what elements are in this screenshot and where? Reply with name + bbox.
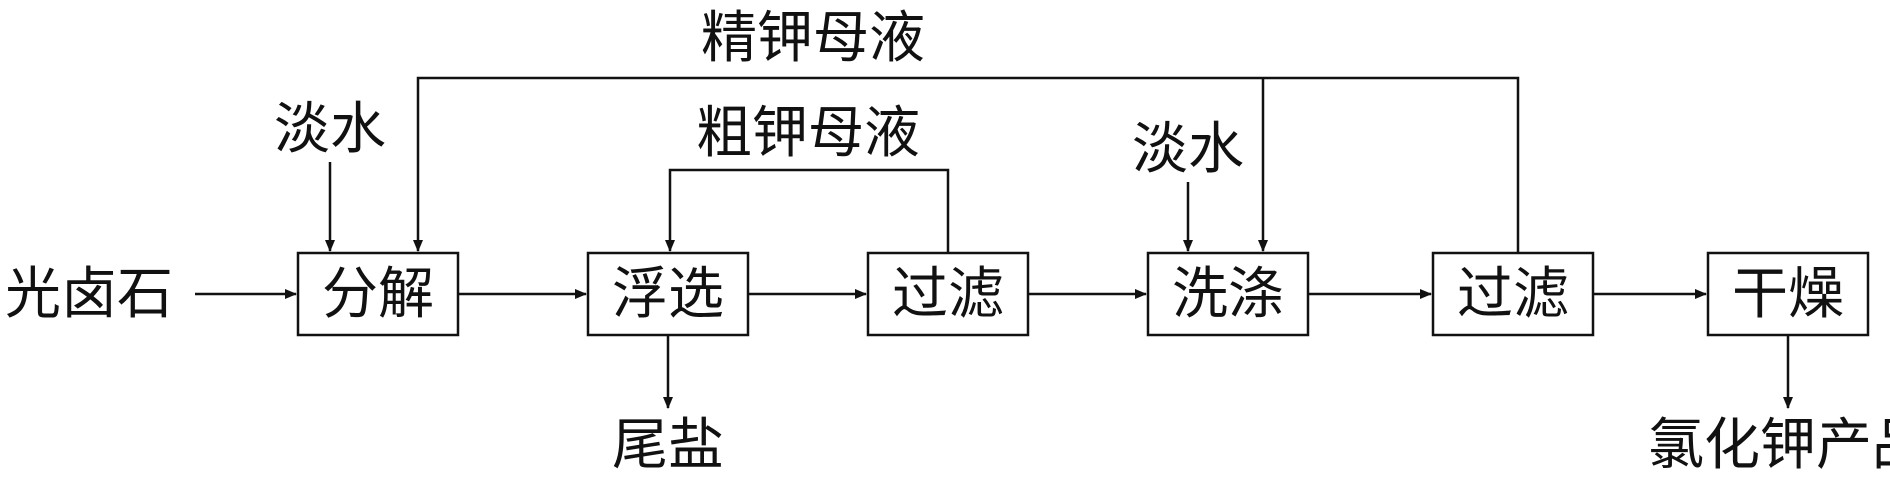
dry-box <box>1706 251 1870 337</box>
arrow-fine-recycle-to-decompose <box>413 76 1520 253</box>
input-fresh-water-1: 淡水 <box>274 97 386 162</box>
step-decompose: 分解 <box>322 262 434 327</box>
step-filter-1: 过滤 <box>892 262 1004 327</box>
recycle-crude-mother-liquor: 粗钾母液 <box>696 101 920 166</box>
step-wash: 洗涤 <box>1172 262 1284 327</box>
output-tailings: 尾盐 <box>612 413 724 477</box>
decompose-box <box>296 251 460 337</box>
step-filter-2: 过滤 <box>1457 262 1569 327</box>
flotation-box <box>586 251 750 337</box>
filter-2-box <box>1431 251 1595 337</box>
output-product: 氯化钾产品 <box>1648 413 1890 477</box>
arrow-crude-recycle <box>665 168 950 253</box>
step-flotation: 浮选 <box>612 262 724 327</box>
recycle-fine-mother-liquor: 精钾母液 <box>701 6 925 71</box>
input-fresh-water-2: 淡水 <box>1132 117 1244 182</box>
step-dry: 干燥 <box>1732 262 1844 327</box>
input-raw-material: 光卤石 <box>5 262 173 327</box>
